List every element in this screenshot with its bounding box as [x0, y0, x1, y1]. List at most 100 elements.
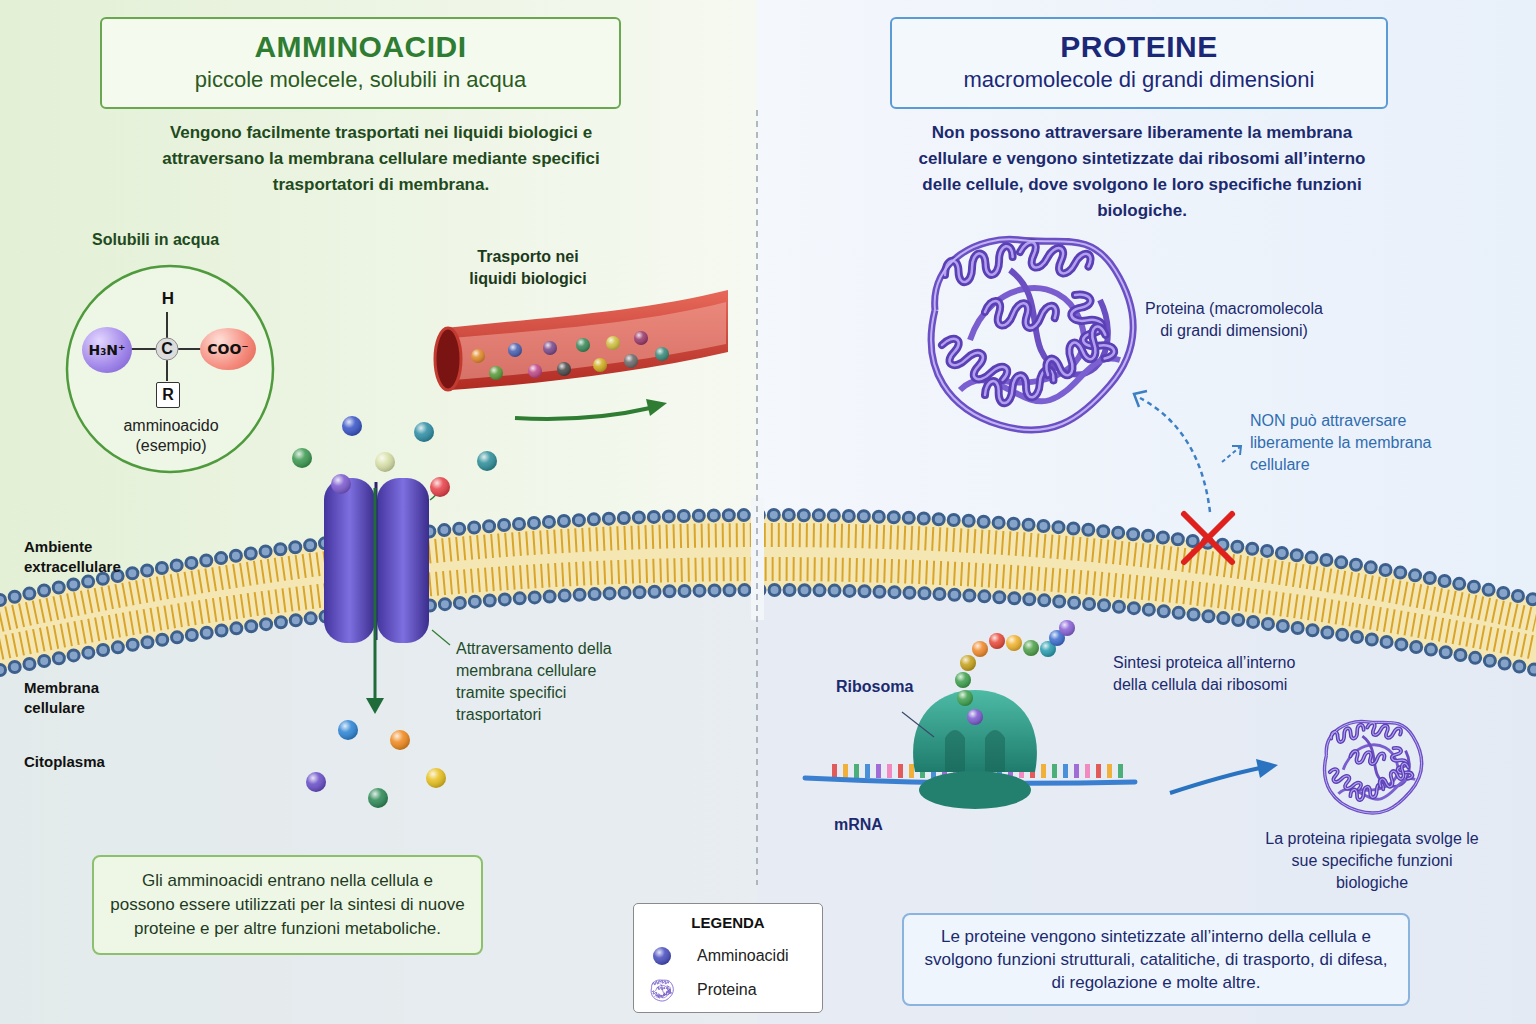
region-label: Membrana cellulare	[24, 678, 139, 718]
ball-shine	[957, 690, 973, 706]
amino-acid-ball	[414, 422, 434, 442]
membrane-transporter	[366, 698, 384, 714]
circle-caption: amminoacido (esempio)	[106, 416, 236, 456]
carboxyl-group: COO⁻	[200, 328, 256, 370]
ribosome-illustration	[902, 712, 934, 737]
amino-acid-ball	[989, 633, 1005, 649]
amino-acid-ball	[1006, 635, 1022, 651]
title-box: AMMINOACIDIpiccole molecele, solubili in…	[100, 17, 621, 109]
mrna-base	[887, 764, 892, 778]
membrane-block-marker	[1184, 514, 1232, 562]
ball-shine	[543, 341, 557, 355]
chemical-bond	[178, 348, 201, 350]
amino-acid-symbol	[653, 947, 671, 965]
amino-acid-ball	[342, 416, 362, 436]
side-chain-box: R	[156, 382, 180, 408]
ball-shine	[306, 772, 326, 792]
region-label: Trasporto nei liquidi biologici	[453, 246, 603, 290]
amino-acid-ball	[471, 349, 485, 363]
amino-acid-ball	[655, 347, 669, 361]
membrane-block-marker	[1184, 514, 1232, 562]
chemical-bond	[166, 312, 168, 338]
note-text: Gli amminoacidi entrano nella cellula e …	[108, 869, 467, 941]
ball-shine	[426, 768, 446, 788]
chemical-bond	[131, 348, 156, 350]
legend-swatch	[649, 977, 675, 1003]
description-text: Vengono facilmente trasportati nei liqui…	[151, 120, 611, 198]
amino-acid-balls	[292, 416, 497, 808]
chem-group-text: COO⁻	[207, 341, 248, 357]
mrna-base	[898, 764, 903, 778]
ball-shine	[292, 448, 312, 468]
ribosome-illustration	[805, 620, 1135, 809]
cell-membrane	[0, 515, 1536, 600]
ball-shine	[967, 709, 983, 725]
membrane-transporter	[324, 478, 450, 714]
ribosome-illustration	[985, 730, 1005, 772]
amino-acid-ball	[634, 331, 648, 345]
protein-symbol	[651, 980, 673, 1001]
background	[0, 590, 1536, 1024]
cell-membrane	[0, 569, 1536, 648]
membrane-transporter	[374, 488, 377, 698]
ball-shine	[593, 358, 607, 372]
cell-membrane	[0, 515, 1536, 670]
ball-shine	[528, 364, 542, 378]
cell-membrane	[0, 515, 1536, 600]
ball-shine	[989, 633, 1005, 649]
ball-shine	[471, 349, 485, 363]
membrane-block-marker	[1222, 447, 1240, 462]
blood-vessel	[445, 290, 728, 390]
folding-arrow	[1256, 759, 1278, 778]
folding-arrow	[1170, 759, 1278, 793]
divider-line	[756, 110, 758, 885]
amino-acid-ball	[390, 730, 410, 750]
amino-acid-ball	[624, 354, 638, 368]
mrna-base	[1041, 764, 1046, 778]
mrna-base	[1074, 764, 1079, 778]
blood-vessel	[435, 290, 728, 390]
folded-protein	[1325, 721, 1422, 813]
mrna-base	[865, 764, 870, 778]
callout-text: NON può attraversare liberamente la memb…	[1250, 410, 1432, 476]
ball-shine	[390, 730, 410, 750]
ball-shine	[1059, 620, 1075, 636]
ribosome-illustration	[919, 771, 1031, 809]
part-label: Ribosoma	[836, 677, 926, 697]
amino-acid-ball	[338, 720, 358, 740]
amino-acid-ball	[972, 641, 988, 657]
mrna-base	[1096, 764, 1101, 778]
subtitle-text: piccole molecele, solubili in acqua	[114, 65, 607, 95]
callout-text: Proteina (macromolecola di grandi dimens…	[1145, 298, 1323, 342]
ribosome-illustration	[913, 690, 1037, 772]
ball-shine	[489, 366, 503, 380]
ball-shine	[624, 354, 638, 368]
ball-shine	[338, 720, 358, 740]
mrna-base	[843, 764, 848, 778]
amino-acid-ball	[508, 343, 522, 357]
circle-outline	[67, 266, 273, 472]
blood-vessel	[435, 328, 461, 390]
atom-label: H	[159, 289, 177, 309]
amino-acid-ball	[1059, 620, 1075, 636]
title-text: PROTEINE	[904, 29, 1374, 65]
ball-shine	[606, 336, 620, 350]
ball-shine	[1006, 635, 1022, 651]
ribosome-illustration	[945, 730, 965, 772]
cell-membrane	[0, 498, 1536, 670]
legend-text: Proteina	[697, 979, 817, 1001]
note-box: Le proteine vengono sintetizzate all’int…	[902, 913, 1410, 1006]
ribosome-illustration	[955, 620, 1075, 725]
amino-acid-ball	[368, 788, 388, 808]
amino-acid-ball	[576, 338, 590, 352]
mrna-base	[854, 764, 859, 778]
amino-acid-ball	[477, 451, 497, 471]
membrane-block-marker	[1134, 391, 1241, 562]
amino-acid-ball	[292, 448, 312, 468]
amino-acid-ball	[1023, 640, 1039, 656]
membrane-block-marker	[1140, 398, 1210, 512]
ball-shine	[955, 672, 971, 688]
transport-arrow	[646, 399, 667, 416]
mrna-base	[1107, 764, 1112, 778]
